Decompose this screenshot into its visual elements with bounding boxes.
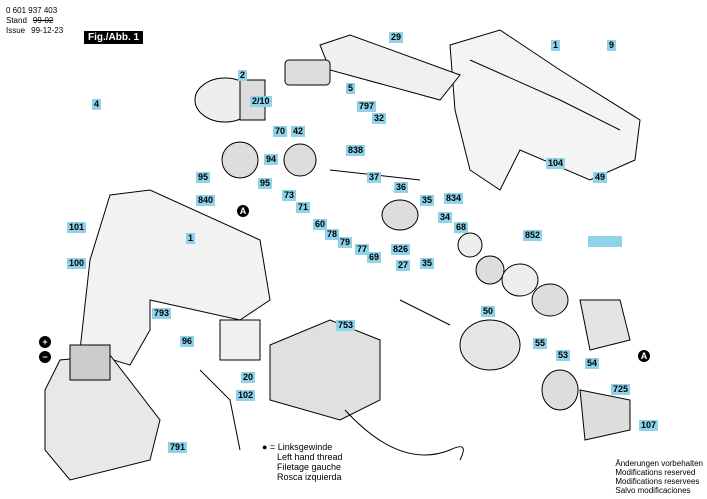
blank-label bbox=[588, 236, 622, 247]
part-label: 50 bbox=[481, 306, 496, 317]
part-label: 77 bbox=[355, 244, 370, 255]
part-label: 37 bbox=[367, 172, 382, 183]
part-label: 1 bbox=[186, 233, 196, 244]
part-label: 53 bbox=[556, 350, 571, 361]
part-label: 4 bbox=[92, 99, 102, 110]
part-label: 834 bbox=[444, 193, 464, 204]
thread-legend: ● = Linksgewinde Left hand thread Fileta… bbox=[262, 442, 343, 482]
part-label: 68 bbox=[454, 222, 469, 233]
part-label: 1 bbox=[551, 40, 561, 51]
part-label: 101 bbox=[67, 222, 87, 233]
part-label: 95 bbox=[258, 178, 273, 189]
part-label: 78 bbox=[325, 229, 340, 240]
part-label: 107 bbox=[639, 420, 659, 431]
minus-sign: − bbox=[39, 351, 51, 363]
legend-line: Filetage gauche bbox=[277, 462, 342, 472]
part-label: 94 bbox=[264, 154, 279, 165]
doc-number: 0 601 937 403 bbox=[6, 6, 58, 15]
part-label: 826 bbox=[391, 244, 411, 255]
part-label: 54 bbox=[585, 358, 600, 369]
marker-a-2: A bbox=[638, 350, 650, 362]
figure-tag: Fig./Abb. 1 bbox=[84, 31, 144, 44]
part-label: 35 bbox=[420, 258, 435, 269]
part-label: 49 bbox=[593, 172, 608, 183]
notice-line: Modifications reserved bbox=[615, 468, 696, 477]
part-label: 71 bbox=[296, 202, 311, 213]
legend-line: ● = Linksgewinde bbox=[262, 442, 333, 452]
part-label: 725 bbox=[611, 384, 631, 395]
part-label: 9 bbox=[607, 40, 617, 51]
part-label: 60 bbox=[313, 219, 328, 230]
part-label: 27 bbox=[396, 260, 411, 271]
issue-value: 99-12-23 bbox=[31, 26, 64, 35]
part-label: 32 bbox=[372, 113, 387, 124]
legend-line: Rosca izquierda bbox=[277, 472, 342, 482]
part-label: 70 bbox=[273, 126, 288, 137]
header-block: 0 601 937 403 Stand 99-02 Issue 99-12-23 bbox=[6, 6, 63, 36]
part-label: 793 bbox=[152, 308, 172, 319]
part-label: 73 bbox=[282, 190, 297, 201]
part-label: 79 bbox=[338, 237, 353, 248]
part-label: 100 bbox=[67, 258, 87, 269]
part-label: 838 bbox=[346, 145, 366, 156]
part-label: 840 bbox=[196, 195, 216, 206]
part-label: 104 bbox=[546, 158, 566, 169]
part-label: 797 bbox=[357, 101, 377, 112]
part-label: 2 bbox=[238, 70, 248, 81]
part-label: 5 bbox=[346, 83, 356, 94]
notice-line: Salvo modificaciones bbox=[615, 486, 691, 495]
part-label: 29 bbox=[389, 32, 404, 43]
stand-label: Stand bbox=[6, 16, 27, 25]
part-label: 36 bbox=[394, 182, 409, 193]
part-label: 852 bbox=[523, 230, 543, 241]
plus-sign: + bbox=[39, 336, 51, 348]
issue-label: Issue bbox=[6, 26, 26, 35]
part-label: 95 bbox=[196, 172, 211, 183]
part-label: 35 bbox=[420, 195, 435, 206]
part-label: 69 bbox=[367, 252, 382, 263]
part-label: 20 bbox=[241, 372, 256, 383]
part-label: 55 bbox=[533, 338, 548, 349]
part-label: 2/10 bbox=[250, 96, 272, 107]
stand-value: 99-02 bbox=[32, 16, 54, 25]
marker-a-1: A bbox=[237, 205, 249, 217]
part-label: 791 bbox=[168, 442, 188, 453]
notice-line: Änderungen vorbehalten bbox=[615, 459, 703, 468]
modification-notice: Änderungen vorbehalten Modifications res… bbox=[615, 459, 703, 495]
part-label: 753 bbox=[336, 320, 356, 331]
part-label: 102 bbox=[236, 390, 256, 401]
part-label: 42 bbox=[291, 126, 306, 137]
notice-line: Modifications reservees bbox=[615, 477, 700, 486]
legend-line: Left hand thread bbox=[277, 452, 343, 462]
part-label: 96 bbox=[180, 336, 195, 347]
part-label: 34 bbox=[438, 212, 453, 223]
